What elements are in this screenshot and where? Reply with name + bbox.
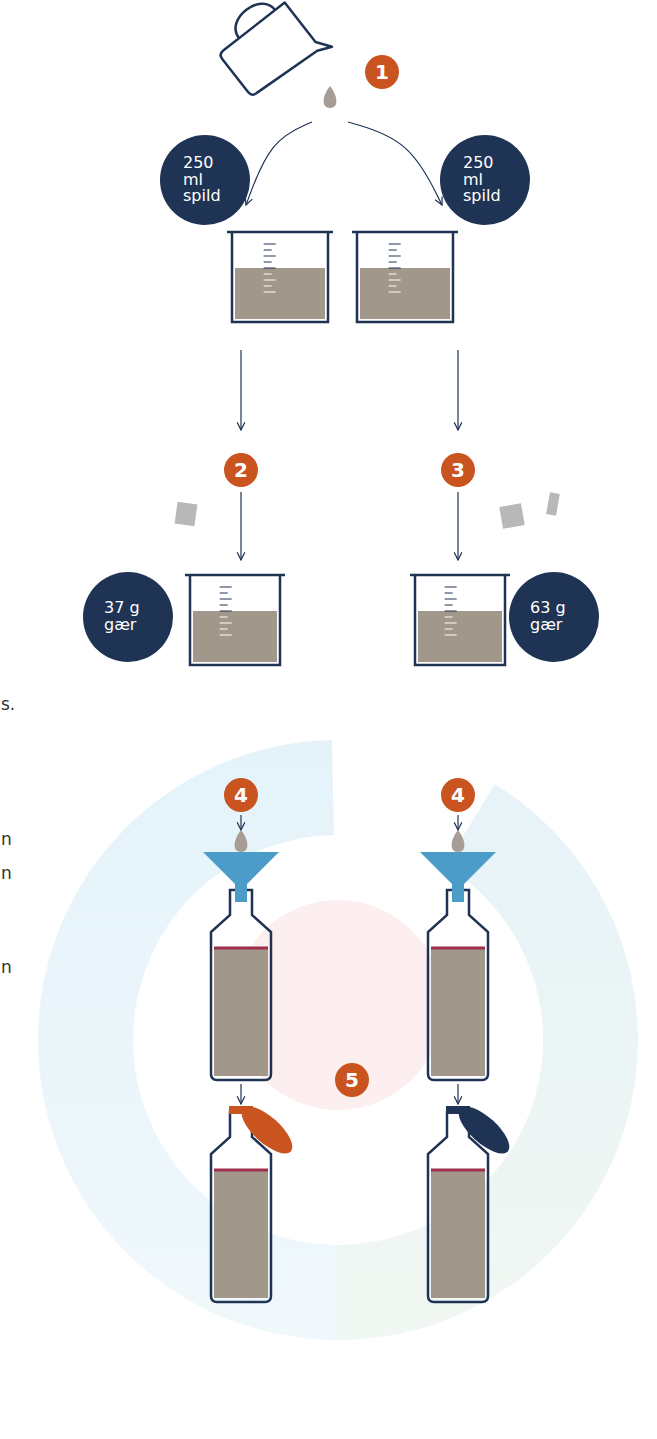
step-number: 4: [441, 778, 475, 812]
beaker: [227, 232, 333, 322]
flow-arrow: [457, 1084, 458, 1104]
liquid-drop: [235, 830, 248, 852]
flow-arrow: [246, 122, 312, 205]
text-fragment: n: [1, 863, 12, 883]
step-label: 4: [234, 785, 248, 805]
quantity-badge: 250 ml spild: [440, 135, 530, 225]
step-label: 3: [451, 460, 465, 480]
quantity-label: 250 ml spild: [183, 155, 227, 205]
step-label: 5: [345, 1070, 359, 1090]
yeast-cube: [175, 502, 198, 527]
bottle: [211, 1099, 299, 1302]
step-number: 5: [335, 1063, 369, 1097]
quantity-label: 37 g gær: [104, 600, 152, 634]
step-number: 3: [441, 453, 475, 487]
quantity-label: 63 g gær: [530, 600, 578, 634]
text-fragment: s.: [1, 694, 15, 714]
flow-arrow: [457, 815, 458, 830]
bottle: [428, 890, 488, 1080]
flow-arrow: [348, 122, 442, 205]
quantity-badge: 37 g gær: [83, 572, 173, 662]
step-number: 1: [365, 55, 399, 89]
flow-arrow: [457, 492, 458, 560]
step-label: 1: [375, 62, 389, 82]
quantity-badge: 63 g gær: [509, 572, 599, 662]
beaker: [410, 575, 510, 665]
step-number: 4: [224, 778, 258, 812]
quantity-label: 250 ml spild: [463, 155, 507, 205]
liquid-drop: [324, 86, 337, 108]
funnel: [203, 852, 279, 902]
yeast-cube: [499, 503, 524, 528]
liquid-drop: [452, 830, 465, 852]
text-fragment: n: [1, 957, 12, 977]
bottle: [211, 890, 271, 1080]
flow-arrow: [457, 350, 458, 430]
flow-arrow: [240, 1084, 241, 1104]
text-fragment: n: [1, 829, 12, 849]
flow-arrow: [240, 492, 241, 560]
beaker: [352, 232, 458, 322]
background-ring: [38, 740, 638, 1340]
flow-arrow: [240, 350, 241, 430]
measuring-jug: [207, 0, 332, 105]
flow-arrow: [240, 815, 241, 830]
yeast-cube: [546, 492, 560, 515]
step-label: 4: [451, 785, 465, 805]
beaker: [185, 575, 285, 665]
quantity-badge: 250 ml spild: [160, 135, 250, 225]
bottle: [428, 1099, 516, 1302]
step-number: 2: [224, 453, 258, 487]
funnel: [420, 852, 496, 902]
step-label: 2: [234, 460, 248, 480]
